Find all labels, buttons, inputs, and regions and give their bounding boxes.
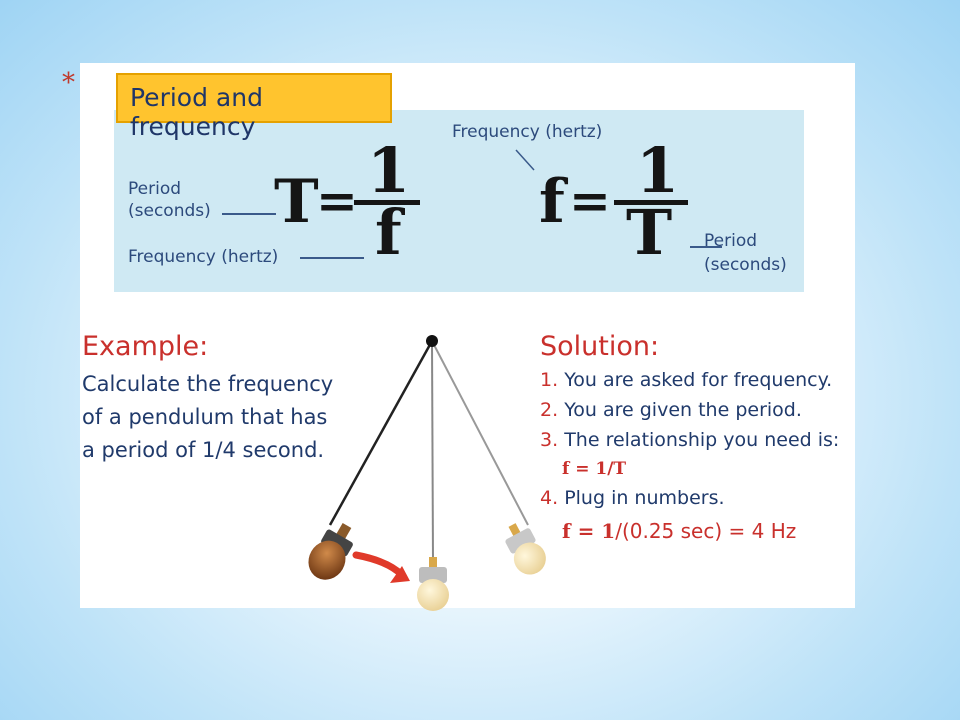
equals-sign: = [569, 171, 611, 230]
formula-panel: Period (seconds) Frequency (hertz) T = 1… [114, 110, 804, 292]
pivot-point [426, 335, 438, 347]
example-line: of a pendulum that has [82, 405, 328, 429]
denominator-T: T [626, 196, 673, 269]
step-number: 4. [540, 487, 559, 509]
leader-line [515, 149, 535, 171]
numerator-one: 1 [367, 134, 411, 207]
label-period: Period [128, 179, 182, 199]
step-number: 1. [540, 369, 559, 391]
pendulum-bob-right [505, 523, 546, 575]
solution-step: 2. You are given the period. [540, 399, 802, 421]
solution-heading: Solution: [540, 331, 660, 362]
calculation-equation: f = 1/(0.25 sec) = 4 Hz [562, 519, 796, 543]
example-line: Calculate the frequency [82, 372, 334, 396]
pendulum-bob-left [308, 523, 353, 580]
denominator-f: f [375, 196, 402, 269]
calculation-rhs: /(0.25 sec) = 4 Hz [615, 519, 797, 543]
swing-arrow [352, 551, 406, 579]
pendulum-illustration [308, 335, 546, 611]
bullet-marker: * [62, 68, 75, 98]
figure-title: Period and frequency [130, 83, 263, 141]
period-frequency-figure: Period (seconds) Frequency (hertz) T = 1… [80, 63, 855, 611]
step-text: Plug in numbers. [564, 487, 725, 509]
fraction-bar [614, 200, 688, 205]
relationship-equation: f = 1/T [562, 459, 627, 479]
label-frequency: Frequency (hertz) [128, 247, 279, 267]
solution-step: 3. The relationship you need is: [540, 429, 839, 451]
label-frequency: Frequency (hertz) [452, 122, 603, 142]
symbol-frequency-f: f [539, 167, 565, 237]
leader-line [300, 257, 364, 259]
label-period: Period [704, 231, 758, 251]
label-period-seconds: (seconds) [704, 255, 787, 275]
solution-step: 1. You are asked for frequency. [540, 369, 832, 391]
label-period-seconds: (seconds) [128, 201, 211, 221]
symbol-period-T: T [274, 167, 319, 237]
step-text: You are asked for frequency. [564, 369, 833, 391]
step-number: 2. [540, 399, 559, 421]
pendulum-bob-middle [417, 557, 449, 611]
figure-title-box: Period and frequency [116, 73, 392, 141]
equals-sign: = [316, 171, 358, 230]
step-text: You are given the period. [564, 399, 802, 421]
step-text: The relationship you need is: [564, 429, 840, 451]
solution-step: 4. Plug in numbers. [540, 487, 725, 509]
swing-arrow-head [390, 566, 410, 583]
example-heading: Example: [82, 331, 209, 362]
numerator-one: 1 [636, 134, 680, 207]
leader-line [690, 246, 722, 248]
example-line: a period of 1/4 second. [82, 438, 325, 462]
fraction-bar [354, 200, 420, 205]
step-number: 3. [540, 429, 559, 451]
calculation-lhs: f = 1 [562, 519, 616, 543]
leader-line [222, 213, 276, 215]
